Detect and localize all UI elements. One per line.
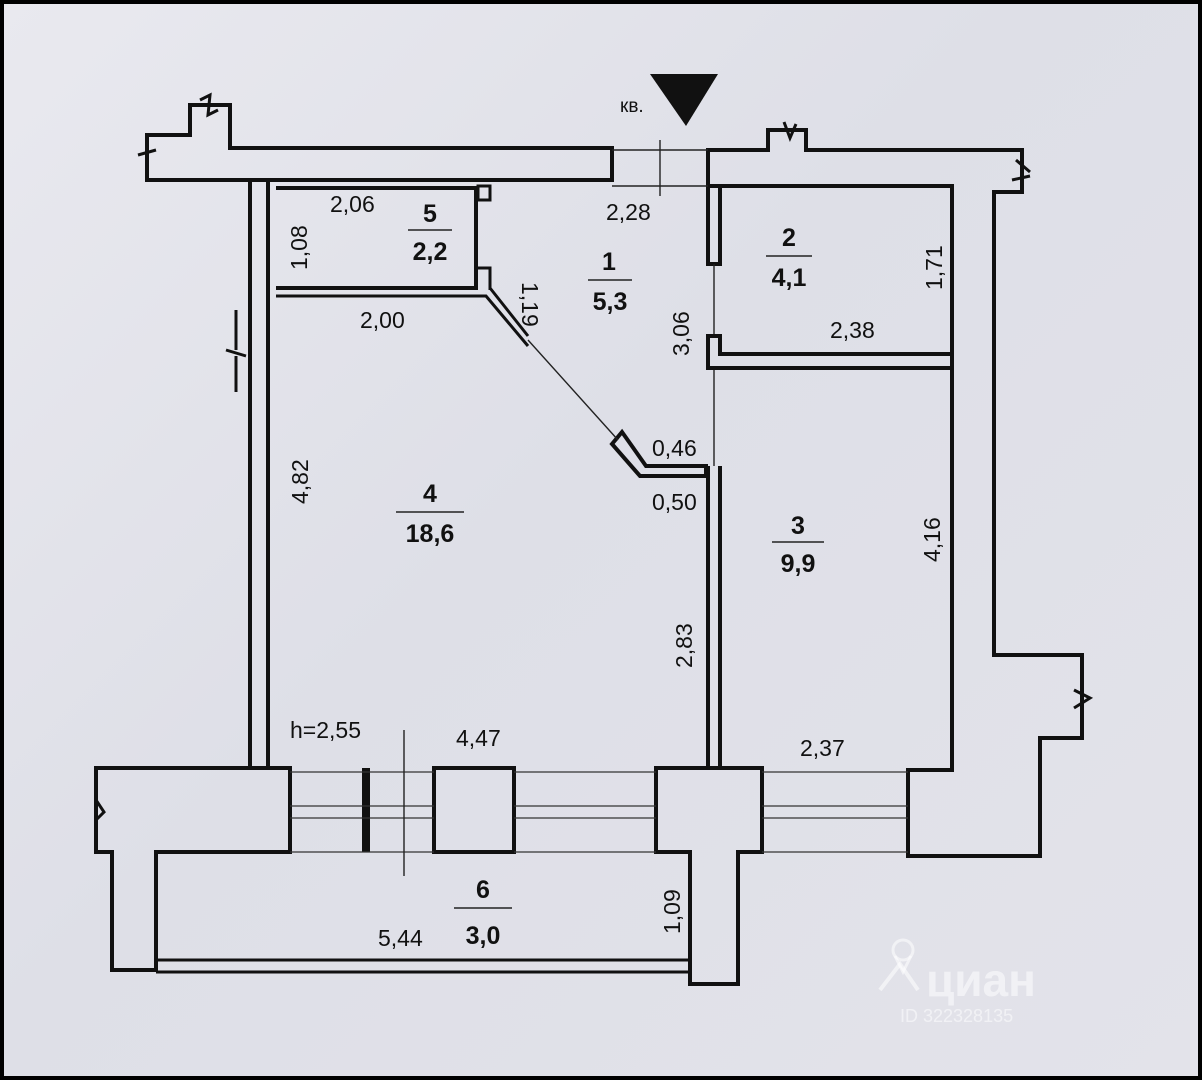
room-2-number: 2 xyxy=(782,224,796,252)
dim-balcony-depth: 1,09 xyxy=(659,889,685,934)
floor-plan-sheet: кв. 1 5,3 2 4,1 3 9,9 4 18,6 5 2,2 6 3,0… xyxy=(4,4,1198,1076)
wall-top-left xyxy=(145,103,614,182)
dim-balcony-width: 5,44 xyxy=(378,925,423,951)
cian-logo-icon xyxy=(878,960,920,992)
watermark-brand: циан xyxy=(926,954,1036,1006)
dim-r5-height: 1,08 xyxy=(286,225,312,270)
dim-r3-bottom: 2,37 xyxy=(800,735,845,761)
room-5-number: 5 xyxy=(423,200,437,228)
apartment-marker-icon xyxy=(650,74,718,126)
ceiling-height: h=2,55 xyxy=(290,717,361,743)
wall-post xyxy=(476,184,492,202)
window-center xyxy=(514,771,656,853)
room-6-number: 6 xyxy=(476,876,490,904)
apartment-label: кв. xyxy=(620,96,644,117)
wall-center xyxy=(706,466,722,770)
wall-bottom-center xyxy=(654,766,764,986)
walls xyxy=(94,92,1094,986)
wall-center-top xyxy=(706,186,722,266)
room-4-area: 18,6 xyxy=(406,520,455,548)
wall-post-low xyxy=(478,266,492,290)
window-mullion xyxy=(362,768,370,852)
dim-diag-a: 0,46 xyxy=(652,435,697,461)
room-1-number: 1 xyxy=(602,248,616,276)
room-labels: 1 5,3 2 4,1 3 9,9 4 18,6 5 2,2 6 3,0 xyxy=(396,200,824,950)
wall-break-mid-left xyxy=(225,310,247,392)
wall-bottom-left xyxy=(94,766,292,972)
wall-pier xyxy=(432,766,516,854)
window-right xyxy=(762,771,908,853)
room-3-area: 9,9 xyxy=(781,550,816,578)
balcony-rail xyxy=(156,958,692,974)
room-1-area: 5,3 xyxy=(593,288,628,316)
entrance-door xyxy=(612,140,708,196)
room-2-area: 4,1 xyxy=(772,264,807,292)
room-5-area: 2,2 xyxy=(413,238,448,266)
room-4-number: 4 xyxy=(423,480,437,508)
dim-r3-height: 4,16 xyxy=(919,517,945,562)
room-3-number: 3 xyxy=(791,512,805,540)
wall-break-bottom-left xyxy=(94,799,106,822)
location-pin-icon xyxy=(891,938,915,962)
wall-break-left xyxy=(137,135,157,180)
dim-r4-right: 2,83 xyxy=(671,623,697,668)
wall-break-top-left xyxy=(199,92,219,118)
dimension-labels: 2,06 1,08 1,19 2,28 3,06 2,00 4,82 4,47 … xyxy=(286,191,947,951)
window-left xyxy=(290,771,434,853)
dim-r4-top: 2,00 xyxy=(360,307,405,333)
wall-right xyxy=(706,128,1084,858)
dim-hall-top: 2,28 xyxy=(606,199,651,225)
dim-r4-bottom: 4,47 xyxy=(456,725,501,751)
dim-r5-width: 2,06 xyxy=(330,191,375,217)
room-6-area: 3,0 xyxy=(466,922,501,950)
floor-plan: кв. 1 5,3 2 4,1 3 9,9 4 18,6 5 2,2 6 3,0… xyxy=(94,74,1094,1026)
dim-r5-door: 1,19 xyxy=(517,282,543,327)
dim-r2-width: 2,38 xyxy=(830,317,875,343)
wall-room5 xyxy=(276,186,478,290)
watermark-id: ID 322328135 xyxy=(900,1006,1013,1026)
wall-break-right-low xyxy=(1073,688,1094,710)
wall-break-top-right xyxy=(782,121,798,143)
dim-r2-height: 1,71 xyxy=(921,245,947,290)
dim-diag-b: 0,50 xyxy=(652,489,697,515)
door-diagonal-line xyxy=(527,339,619,441)
wall-room4-top xyxy=(276,287,530,347)
dim-hall-depth: 3,06 xyxy=(668,311,694,356)
wall-left xyxy=(248,180,270,770)
watermark: циан ID 322328135 xyxy=(878,938,1036,1026)
wall-break-right xyxy=(1011,158,1031,182)
wall-room2-room3 xyxy=(706,334,954,370)
dim-r4-left: 4,82 xyxy=(287,459,313,504)
